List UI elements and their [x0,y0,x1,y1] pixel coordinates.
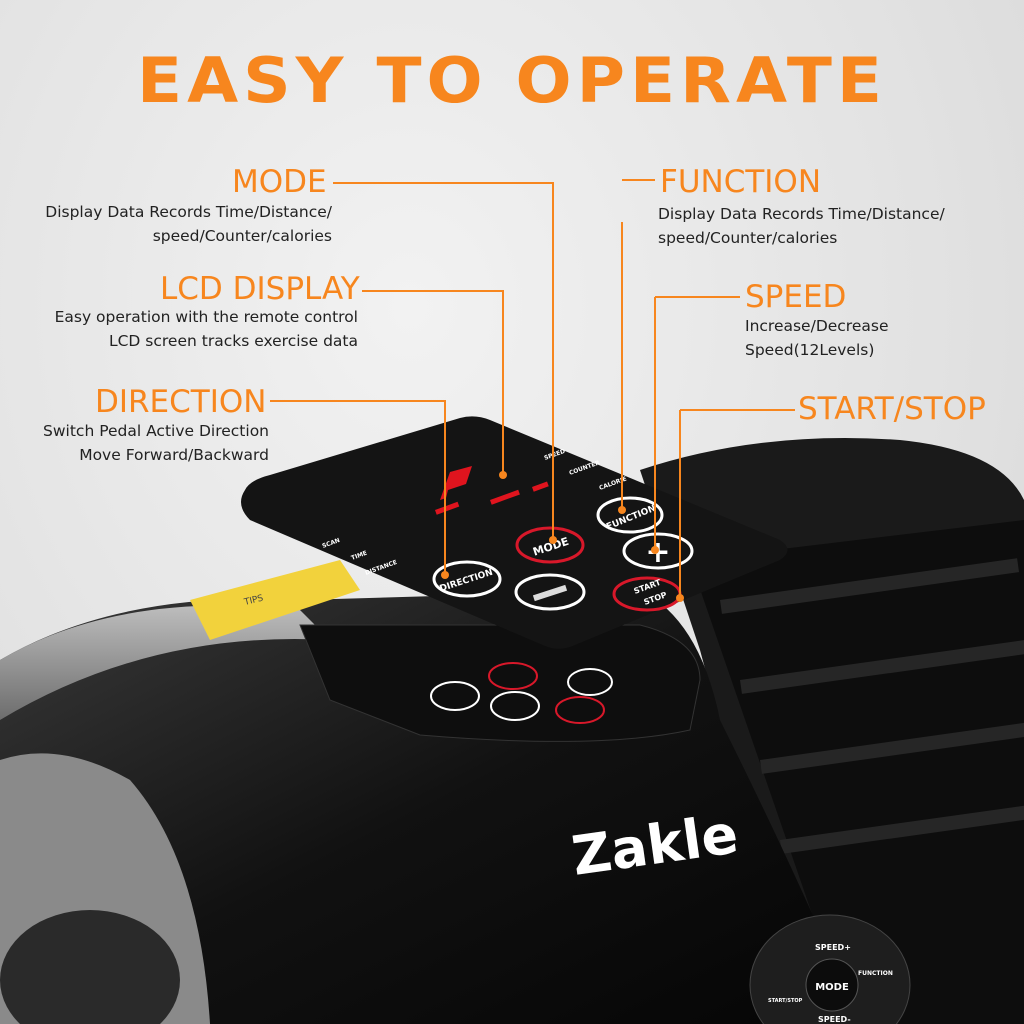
minus-button[interactable] [514,573,586,611]
leader-lines [270,179,795,598]
desc-line: Display Data Records Time/Distance/ [45,203,332,221]
desc-line: speed/Counter/calories [152,227,332,245]
desc-line: Display Data Records Time/Distance/ [658,205,945,223]
tips-sticker [190,560,360,640]
desc-line: speed/Counter/calories [658,229,838,247]
remote-start-stop[interactable]: START/STOP [768,998,803,1004]
lcd-display [435,466,549,515]
function-label: FUNCTION [660,164,822,200]
lcd-display-description: Easy operation with the remote control L… [55,305,358,353]
pedal-grip-ridges [720,558,1024,854]
remote-function[interactable]: FUNCTION [858,970,893,977]
desc-line: Increase/Decrease [745,317,889,335]
mode-description: Display Data Records Time/Distance/ spee… [45,200,332,248]
remote-mode-button[interactable]: MODE [815,982,849,993]
desc-line: Speed(12Levels) [745,341,875,359]
function-description: Display Data Records Time/Distance/ spee… [658,202,945,250]
mode-label: MODE [232,164,327,200]
direction-description: Switch Pedal Active Direction Move Forwa… [43,419,269,467]
speed-description: Increase/Decrease Speed(12Levels) [745,314,889,362]
control-panel-closeup: SCAN TIME DISTANCE SPEED COUNTER CALORIE… [241,416,788,649]
desc-line: Switch Pedal Active Direction [43,422,269,440]
remote-speed-down[interactable]: SPEED- [818,1015,851,1024]
direction-label: DIRECTION [95,384,267,420]
desc-line: Easy operation with the remote control [54,308,358,326]
speed-label: SPEED [745,279,847,315]
wheel-cap [0,910,180,1024]
desc-line: LCD screen tracks exercise data [108,332,358,350]
tips-label: TIPS [242,593,264,608]
start-stop-label: START/STOP [798,391,986,427]
desc-line: Move Forward/Backward [79,446,269,464]
page-title: EASY TO OPERATE [136,43,888,118]
remote-speed-up[interactable]: SPEED+ [815,943,851,952]
minus-icon [532,584,568,602]
lcd-display-label: LCD DISPLAY [160,271,360,307]
